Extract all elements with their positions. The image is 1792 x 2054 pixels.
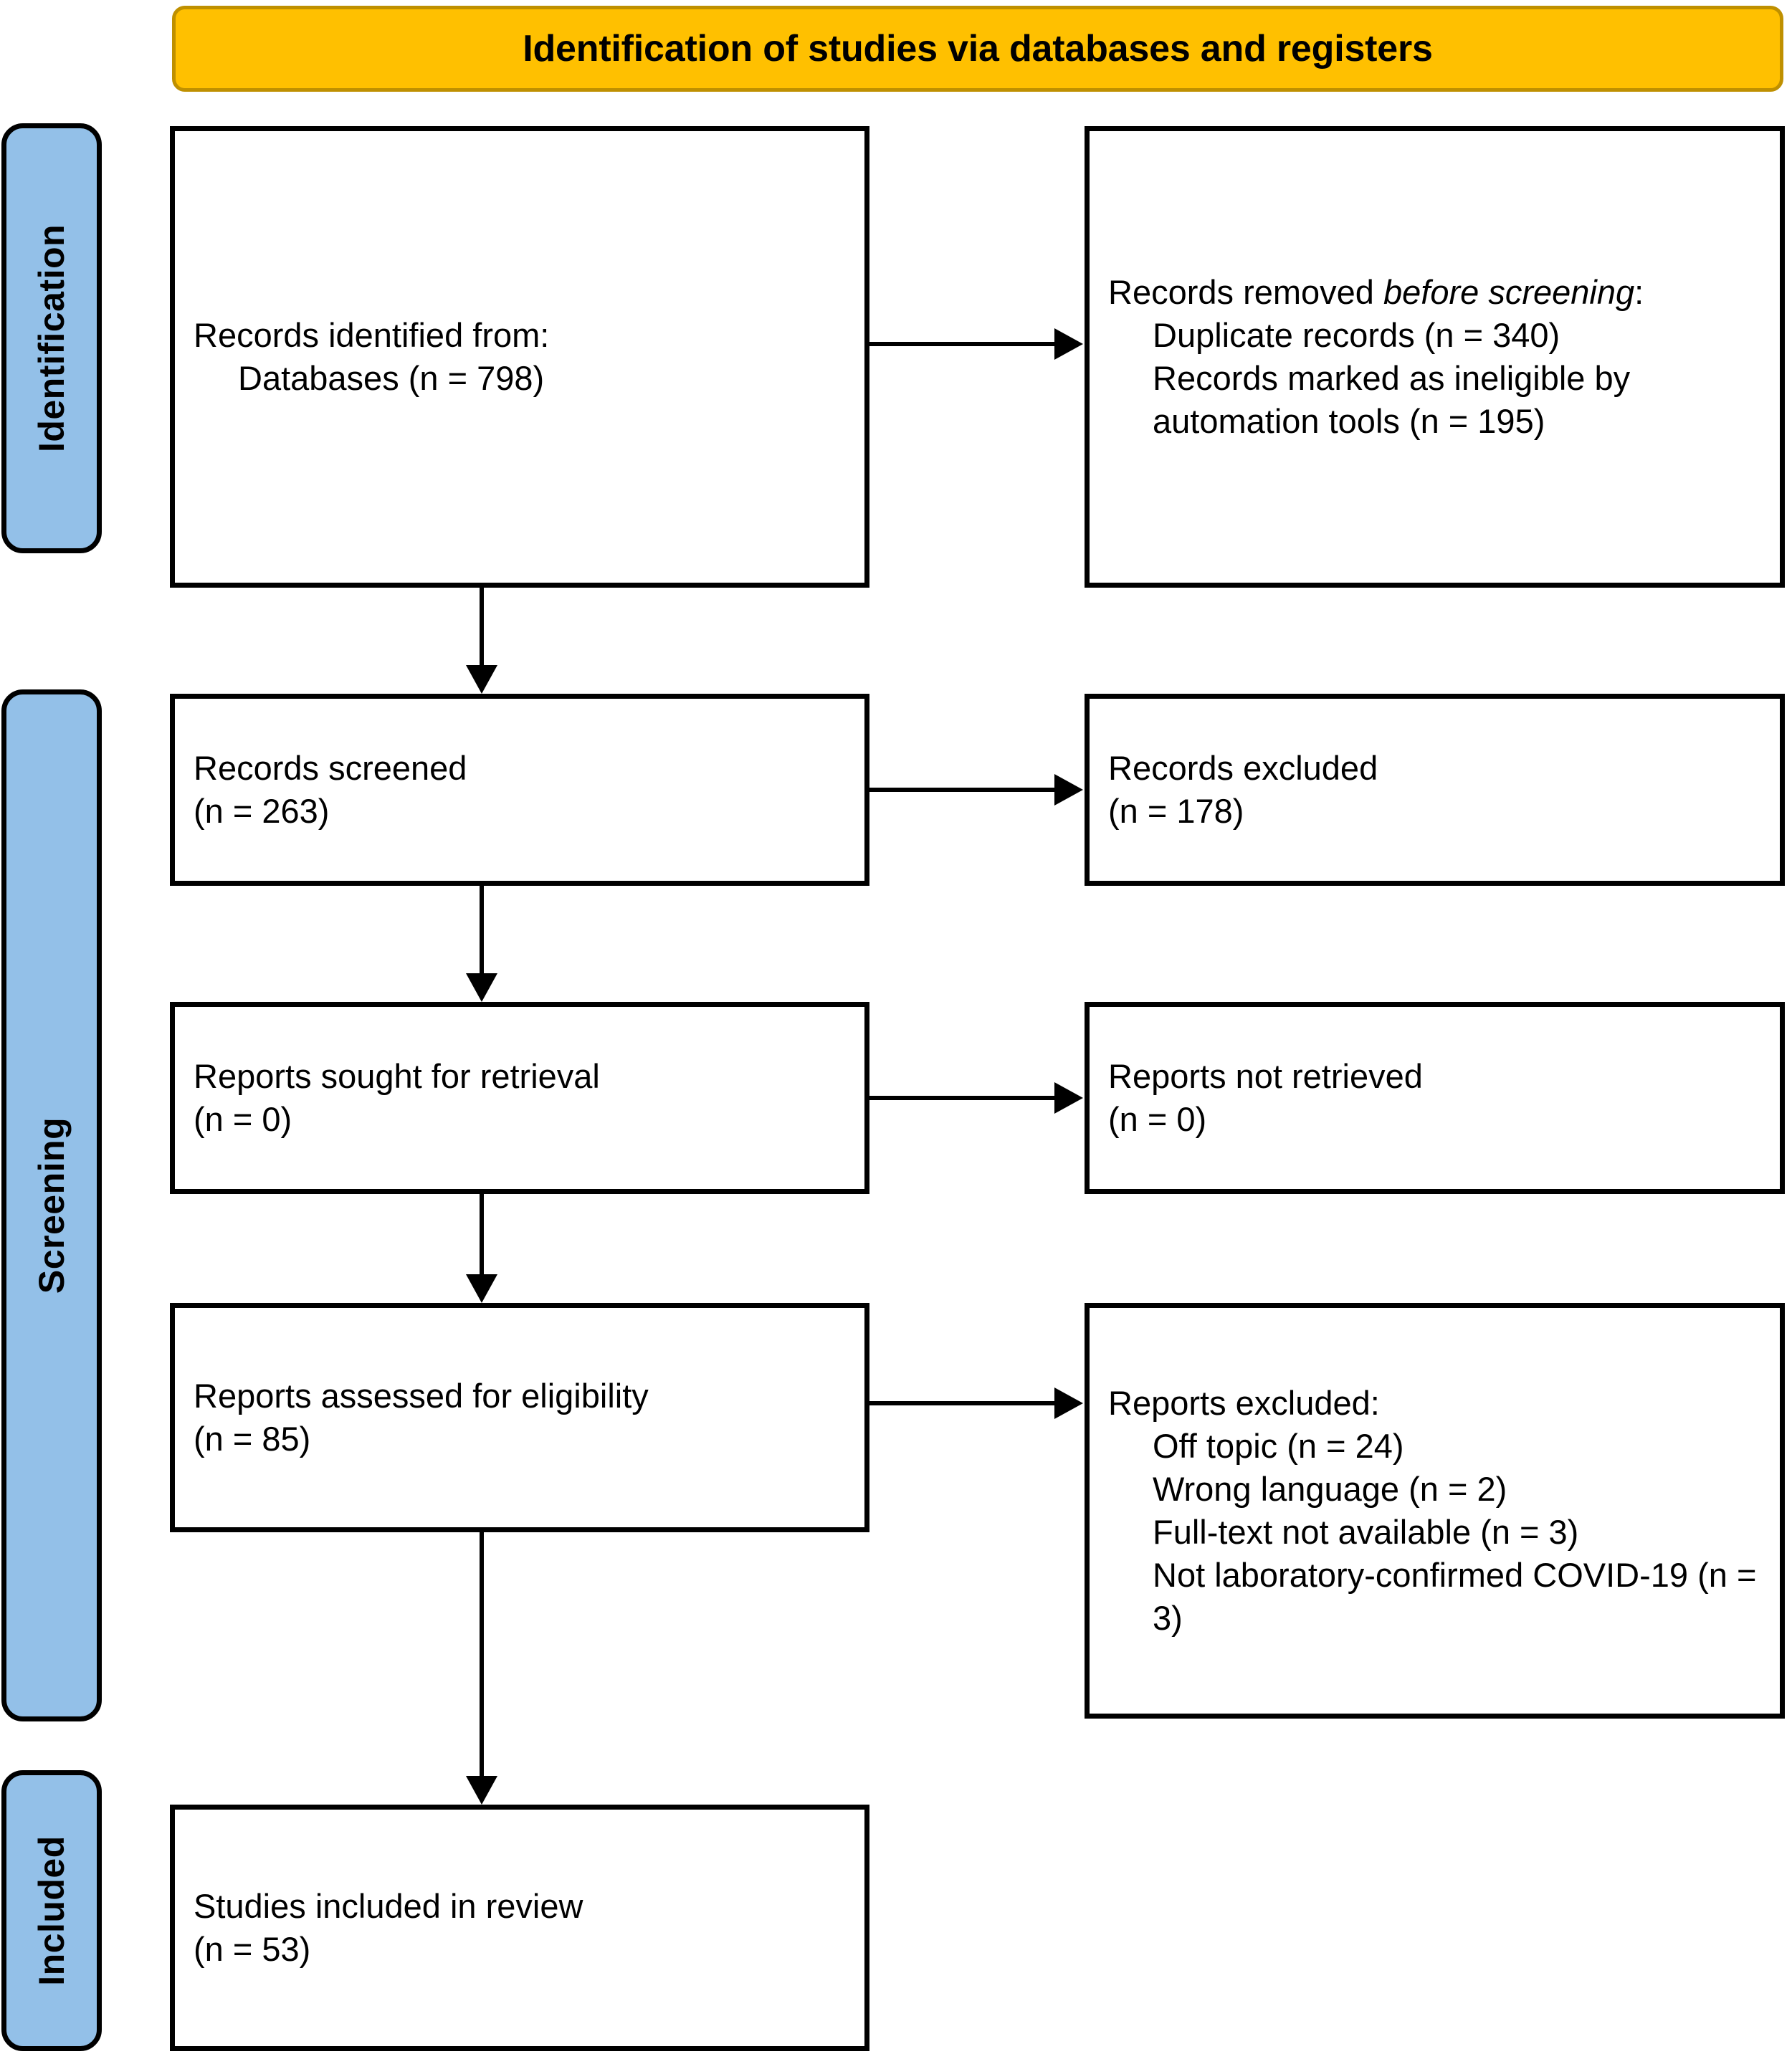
box-reports-excluded-text: Reports excluded: Off topic (n = 24) Wrong… <box>1090 1382 1780 1640</box>
arrow-right-screened-to-excluded <box>869 773 1085 807</box>
arrow-shaft <box>869 788 1057 792</box>
records-excluded-line2: (n = 178) <box>1108 792 1244 830</box>
arrow-down-sought-to-assessed <box>460 1194 503 1303</box>
arrow-head-right-icon <box>1054 774 1083 806</box>
box-studies-included-in-review: Studies included in review (n = 53) <box>170 1805 869 2051</box>
reports-excluded-item-not-lab-confirmed: Not laboratory-confirmed COVID-19 (n = 3… <box>1153 1556 1766 1638</box>
reports-excluded-item-wrong-language: Wrong language (n = 2) <box>1153 1469 1507 1508</box>
records-identified-line1: Records identified from: <box>194 315 550 354</box>
reports-excluded-item-off-topic: Off topic (n = 24) <box>1153 1426 1404 1465</box>
arrow-down-screened-to-sought <box>460 886 503 1002</box>
arrow-head-down-icon <box>466 973 497 1002</box>
arrow-shaft <box>869 342 1057 346</box>
arrow-shaft <box>480 588 484 665</box>
arrow-head-down-icon <box>466 665 497 694</box>
arrow-head-down-icon <box>466 1776 497 1805</box>
arrow-shaft <box>869 1096 1057 1100</box>
arrow-shaft <box>480 1194 484 1274</box>
arrow-shaft <box>480 1532 484 1776</box>
arrow-right-sought-to-not-retrieved <box>869 1081 1085 1115</box>
records-excluded-line1: Records excluded <box>1108 748 1378 787</box>
stage-label-screening: Screening <box>32 1117 72 1294</box>
box-studies-included-text: Studies included in review (n = 53) <box>175 1885 864 1971</box>
arrow-head-down-icon <box>466 1274 497 1303</box>
arrow-right-assessed-to-reports-excluded <box>869 1386 1085 1420</box>
box-reports-excluded: Reports excluded: Off topic (n = 24) Wrong… <box>1085 1303 1785 1719</box>
header-banner: Identification of studies via databases … <box>172 6 1783 92</box>
arrow-down-identified-to-screened <box>460 588 503 694</box>
stage-label-included: Included <box>32 1835 72 1986</box>
arrow-shaft <box>869 1401 1057 1405</box>
removed-item-automation: Records marked as ineligible by automati… <box>1153 359 1640 441</box>
box-records-screened: Records screened (n = 263) <box>170 694 869 886</box>
stage-pill-included: Included <box>1 1770 102 2051</box>
arrow-head-right-icon <box>1054 1387 1083 1419</box>
studies-included-line2: (n = 53) <box>194 1930 311 1968</box>
removed-lead-italic: before screening <box>1383 272 1635 311</box>
reports-excluded-item-full-text: Full-text not available (n = 3) <box>1153 1513 1579 1551</box>
box-reports-sought-text: Reports sought for retrieval (n = 0) <box>175 1055 864 1141</box>
reports-sought-line1: Reports sought for retrieval <box>194 1056 600 1095</box>
box-records-identified: Records identified from: Databases (n = 7… <box>170 126 869 588</box>
records-identified-line2: Databases (n = 798) <box>238 359 545 397</box>
box-records-excluded: Records excluded (n = 178) <box>1085 694 1785 886</box>
reports-assessed-line2: (n = 85) <box>194 1420 311 1458</box>
reports-not-retrieved-line1: Reports not retrieved <box>1108 1056 1423 1095</box>
box-records-excluded-text: Records excluded (n = 178) <box>1090 747 1780 833</box>
reports-excluded-lead: Reports excluded: <box>1108 1383 1380 1422</box>
page-title: Identification of studies via databases … <box>523 28 1433 70</box>
stage-pill-identification: Identification <box>1 123 102 553</box>
stage-pill-screening: Screening <box>1 689 102 1721</box>
arrow-right-identified-to-removed <box>869 327 1085 361</box>
arrow-down-assessed-to-included <box>460 1532 503 1805</box>
box-records-screened-text: Records screened (n = 263) <box>175 747 864 833</box>
arrow-shaft <box>480 886 484 973</box>
stage-label-identification: Identification <box>32 224 72 453</box>
box-reports-assessed-for-eligibility: Reports assessed for eligibility (n = 85) <box>170 1303 869 1532</box>
box-records-removed-text: Records removed before screening: Duplica… <box>1090 271 1780 444</box>
box-reports-assessed-text: Reports assessed for eligibility (n = 85) <box>175 1375 864 1461</box>
box-reports-not-retrieved-text: Reports not retrieved (n = 0) <box>1090 1055 1780 1141</box>
arrow-head-right-icon <box>1054 1082 1083 1114</box>
removed-item-duplicates: Duplicate records (n = 340) <box>1153 315 1560 354</box>
studies-included-line1: Studies included in review <box>194 1886 583 1925</box>
records-screened-line1: Records screened <box>194 748 467 787</box>
box-reports-sought-for-retrieval: Reports sought for retrieval (n = 0) <box>170 1002 869 1194</box>
arrow-head-right-icon <box>1054 328 1083 360</box>
box-reports-not-retrieved: Reports not retrieved (n = 0) <box>1085 1002 1785 1194</box>
removed-lead-colon: : <box>1634 272 1644 311</box>
reports-not-retrieved-line2: (n = 0) <box>1108 1100 1207 1138</box>
removed-lead-plain: Records removed <box>1108 272 1383 311</box>
box-records-identified-text: Records identified from: Databases (n = 7… <box>175 314 864 400</box>
box-records-removed-before-screening: Records removed before screening: Duplica… <box>1085 126 1785 588</box>
reports-assessed-line1: Reports assessed for eligibility <box>194 1376 649 1415</box>
records-screened-line2: (n = 263) <box>194 792 330 830</box>
reports-sought-line2: (n = 0) <box>194 1100 292 1138</box>
